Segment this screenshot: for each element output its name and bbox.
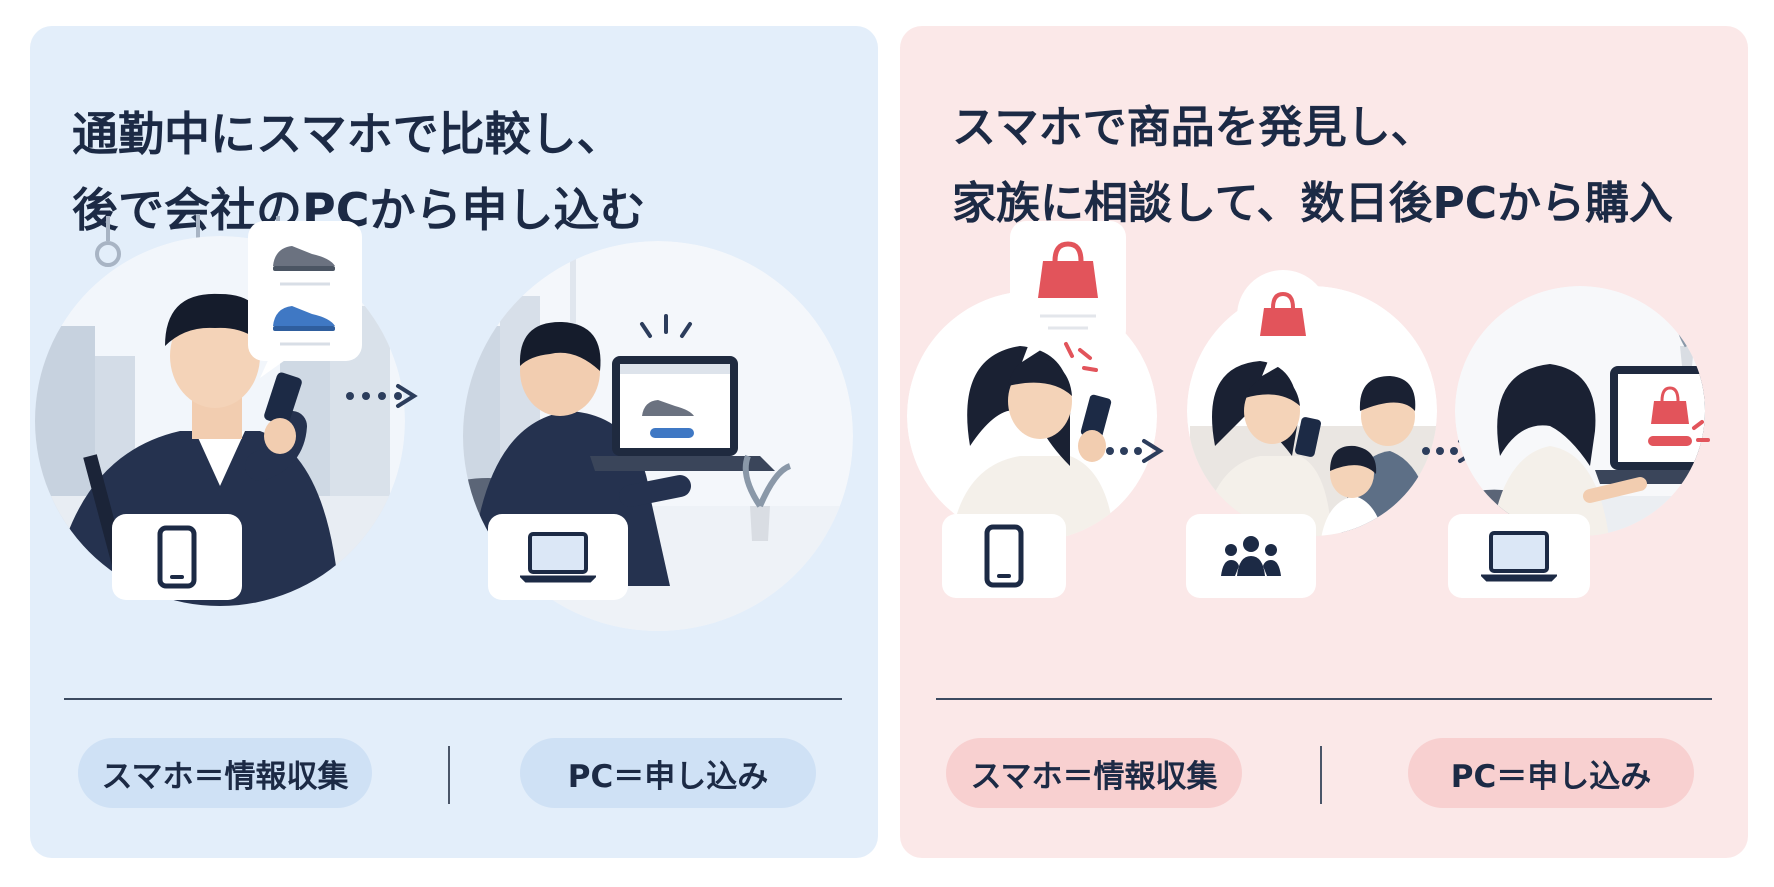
right-phone-label-pill: スマホ＝情報収集 (946, 738, 1242, 808)
right-scene-illustration (907, 221, 1710, 541)
handbag-thought-bubble (1237, 270, 1329, 376)
woman-discovering-scene (907, 291, 1157, 541)
family-group-icon-card (1186, 514, 1316, 598)
handbag-bubble (1010, 221, 1126, 362)
right-panel-title: スマホで商品を発見し、 家族に相談して、数日後PCから購入 (952, 90, 1673, 242)
right-panel: スマホで商品を発見し、 家族に相談して、数日後PCから購入 (900, 26, 1748, 858)
smartphone-icon-card (942, 514, 1066, 598)
right-title-line-1: スマホで商品を発見し、 (952, 102, 1435, 153)
left-pc-label-pill: PC＝申し込み (520, 738, 816, 808)
smartphone-icon (984, 524, 1024, 588)
smartphone-icon (157, 525, 197, 589)
right-label-separator (1320, 746, 1322, 804)
shoe-comparison-bubble (248, 221, 362, 378)
left-divider (64, 698, 842, 700)
left-title-line-1: 通勤中にスマホで比較し、 (72, 107, 623, 161)
handbag-icon (1260, 291, 1306, 336)
left-panel: 通勤中にスマホで比較し、 後で会社のPCから申し込む (30, 26, 878, 858)
left-panel-title: 通勤中にスマホで比較し、 後で会社のPCから申し込む (72, 96, 645, 248)
handbag-icon (1038, 241, 1098, 298)
laptop-icon (1481, 531, 1557, 582)
flow-arrow (346, 384, 418, 408)
laptop-icon (520, 532, 596, 583)
flow-arrow (1106, 439, 1164, 463)
left-label-separator (448, 746, 450, 804)
notification-lines (1064, 342, 1098, 372)
laptop-icon-card (488, 514, 628, 600)
right-title-line-2: 家族に相談して、数日後PCから購入 (952, 178, 1674, 229)
left-phone-label-pill: スマホ＝情報収集 (78, 738, 372, 808)
notification-lines (640, 314, 692, 338)
left-scene-illustration (35, 214, 853, 631)
family-group-icon (1221, 536, 1281, 576)
notification-lines (1692, 420, 1710, 442)
handbag-icon (1651, 386, 1689, 424)
smartphone-icon-card (112, 514, 242, 600)
right-pc-label-pill: PC＝申し込み (1408, 738, 1694, 808)
woman-purchasing-scene (1455, 286, 1705, 536)
right-divider (936, 698, 1712, 700)
shoe-icon (273, 306, 335, 331)
laptop-icon-card (1448, 514, 1590, 598)
shoe-icon (273, 246, 335, 271)
